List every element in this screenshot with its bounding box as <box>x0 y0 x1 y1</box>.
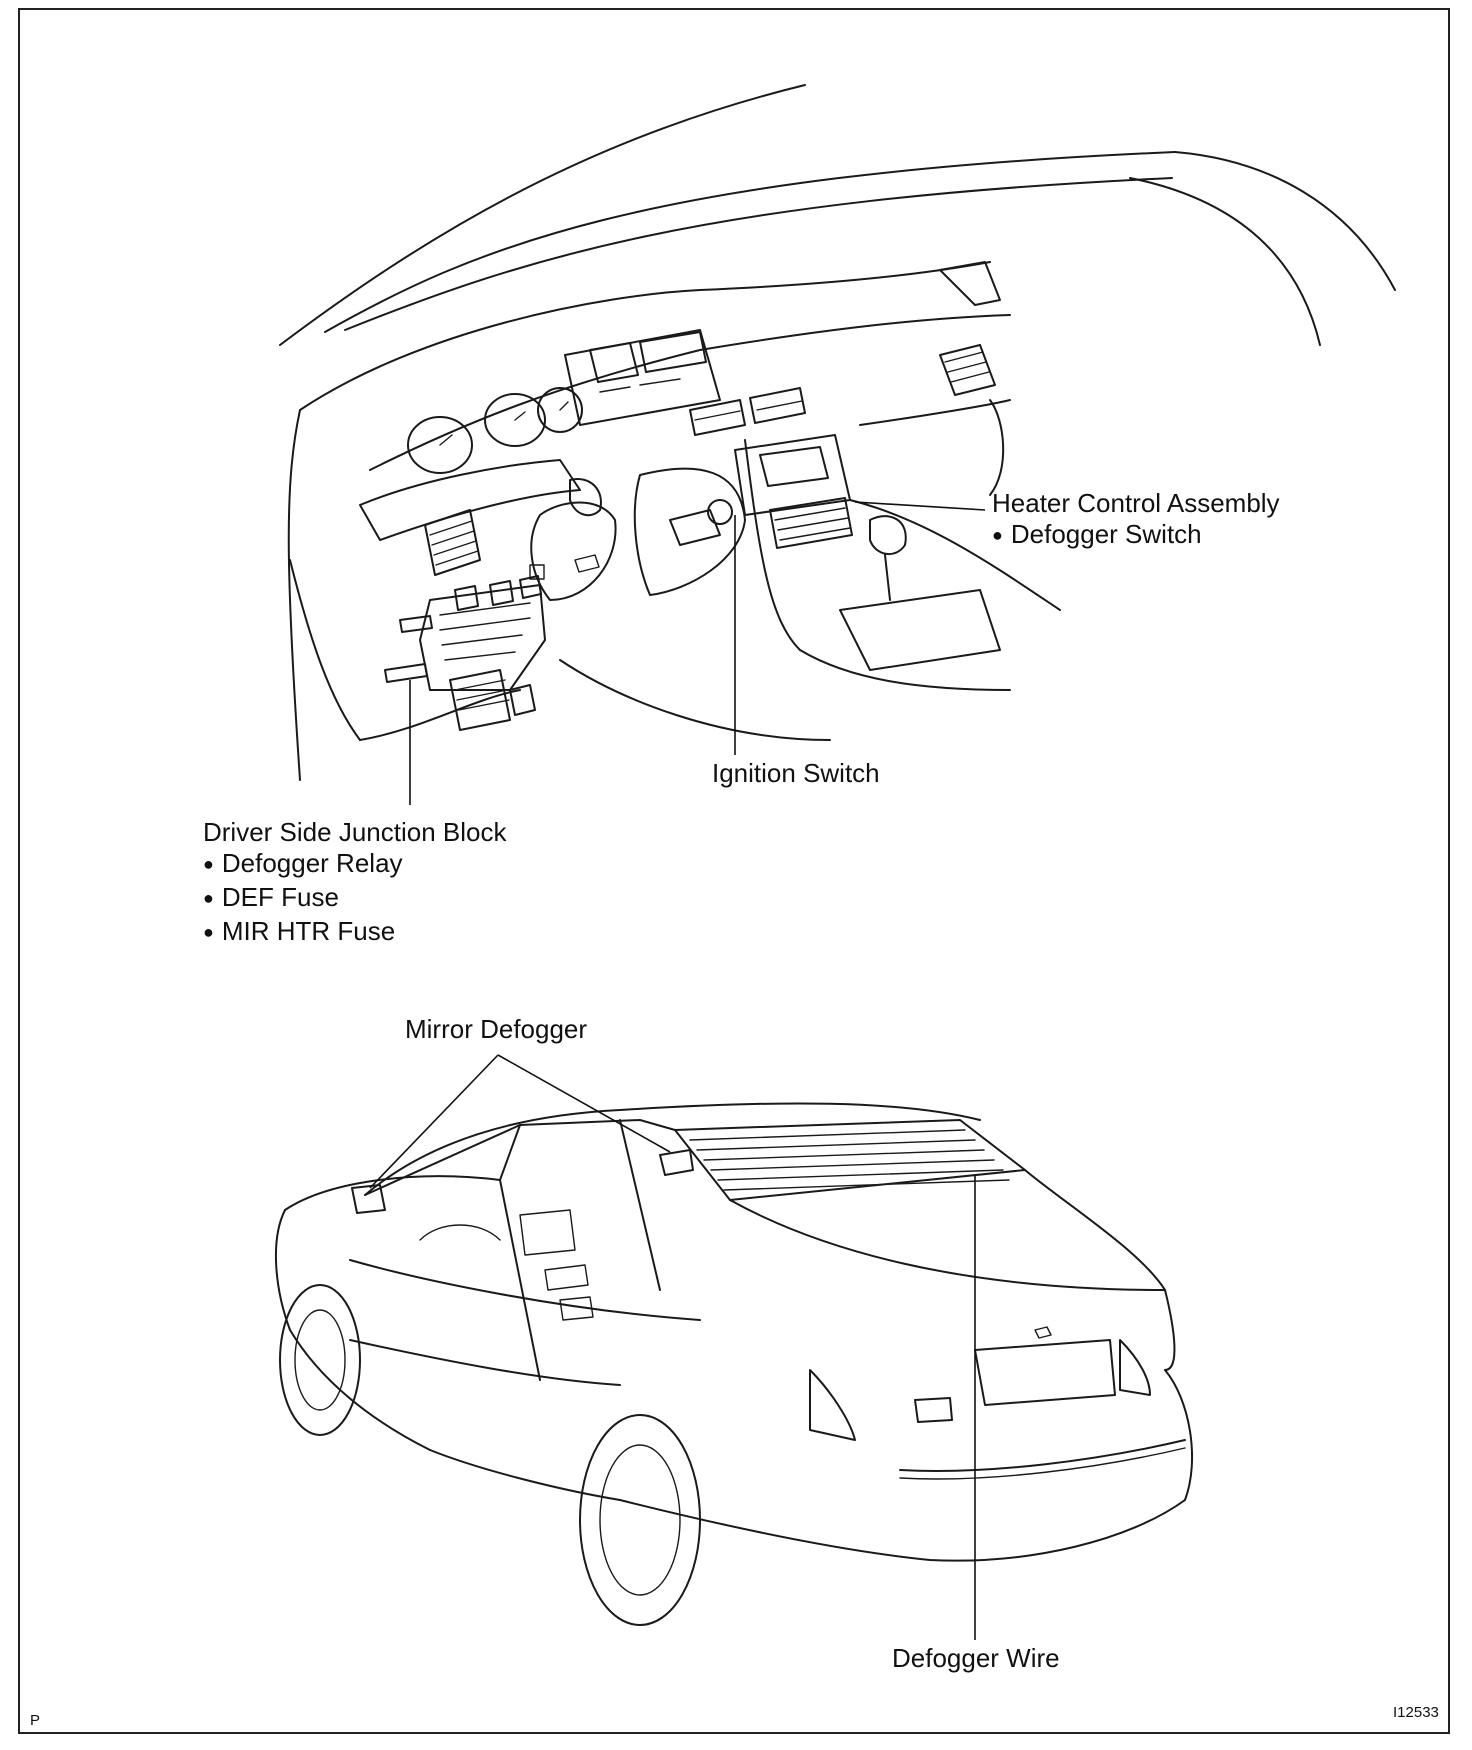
mirror-defogger-label: Mirror Defogger <box>405 1014 588 1044</box>
mir-htr-fuse-item: MIR HTR Fuse <box>203 916 506 950</box>
ignition-switch-label: Ignition Switch <box>712 758 880 788</box>
heater-control-title: Heater Control Assembly <box>992 488 1280 518</box>
defogger-switch-item: Defogger Switch <box>992 519 1280 553</box>
leader-heater <box>854 501 986 511</box>
defogger-wire-label: Defogger Wire <box>892 1643 1060 1673</box>
leader-mirror-right <box>497 1054 671 1153</box>
defogger-relay-item: Defogger Relay <box>203 848 506 882</box>
heater-control-label: Heater Control Assembly Defogger Switch <box>992 488 1280 553</box>
footer-left-mark: P <box>30 1712 41 1729</box>
leader-mirror-left <box>369 1054 499 1189</box>
dashboard-drawing <box>279 84 1396 781</box>
leader-lines <box>369 501 986 1640</box>
def-fuse-item: DEF Fuse <box>203 882 506 916</box>
junction-block-label: Driver Side Junction Block Defogger Rela… <box>203 817 506 950</box>
junction-block-title: Driver Side Junction Block <box>203 817 507 847</box>
figure-id: I12533 <box>1393 1704 1439 1721</box>
car-drawing <box>274 1102 1194 1626</box>
